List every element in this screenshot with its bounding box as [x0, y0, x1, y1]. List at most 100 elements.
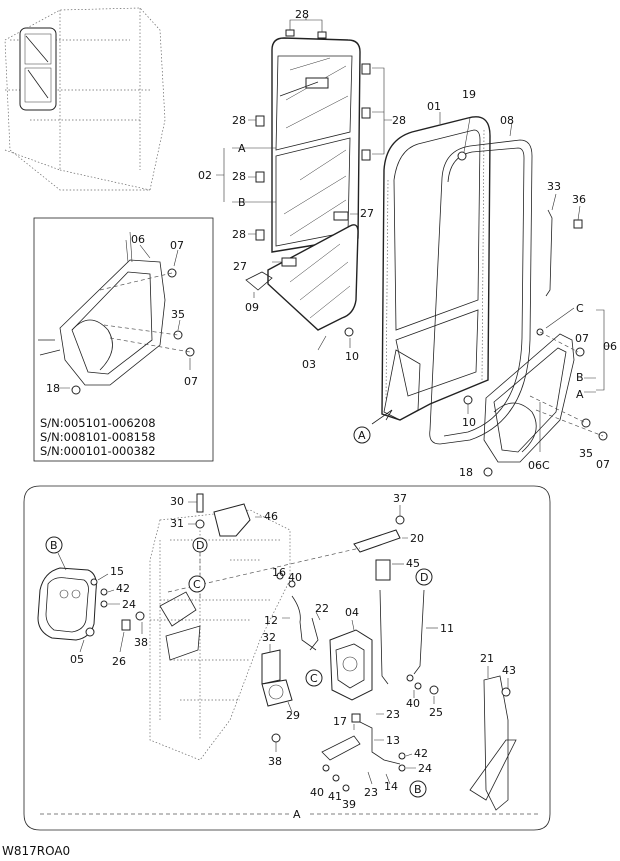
callout-A-circle: [353, 426, 371, 444]
inset-label-35: 35: [171, 308, 185, 321]
label-07-top: 07: [575, 332, 589, 345]
bracket-32: [261, 649, 281, 685]
callout-D-letter-1: D: [196, 539, 204, 552]
callout-C-circle: [188, 575, 206, 593]
label-28-left-2: 28: [232, 170, 246, 183]
label-40-middle: 40: [406, 697, 420, 710]
label-28-right: 28: [392, 114, 406, 127]
detail-border: [23, 485, 551, 831]
plate-21: [483, 675, 509, 811]
label-21: 21: [480, 652, 494, 665]
bracket-46: [213, 503, 251, 537]
inset-label-06: 06: [131, 233, 145, 246]
part-26: [121, 619, 131, 631]
callout-D-circle-2: [415, 568, 433, 586]
label-10-right: 10: [462, 416, 476, 429]
drawing-code: W817ROA0: [2, 844, 70, 858]
label-30: 30: [170, 495, 184, 508]
callout-C-circle-2: [305, 669, 323, 687]
label-06: 06: [603, 340, 617, 353]
label-36: 36: [572, 193, 586, 206]
lever-14: [321, 735, 361, 761]
inset-border: [33, 217, 214, 462]
label-14: 14: [384, 780, 398, 793]
clip-28-icon: [317, 31, 327, 39]
nut-25-icon: [429, 685, 439, 695]
serial-line-2: S/N:008101-008158: [40, 430, 156, 444]
label-33: 33: [547, 180, 561, 193]
clip-28-icon: [285, 29, 295, 37]
label-11: 11: [440, 622, 454, 635]
label-A-window: A: [238, 142, 246, 155]
label-24-upper: 24: [122, 598, 136, 611]
label-40-lower: 40: [310, 786, 324, 799]
label-29: 29: [286, 709, 300, 722]
bolt-19-icon: [457, 151, 467, 161]
pin-30: [196, 493, 204, 513]
label-10-left: 10: [345, 350, 359, 363]
lock-04: [329, 629, 373, 701]
window-assembly-02: 28 28 28 28 28 02 A B: [198, 8, 406, 253]
inset-label-07: 07: [170, 239, 184, 252]
lever-13: [359, 721, 401, 765]
label-31: 31: [170, 517, 184, 530]
label-32: 32: [262, 631, 276, 644]
label-02: 02: [198, 169, 212, 182]
label-04: 04: [345, 606, 359, 619]
inset-bolt-07b-icon: [185, 347, 195, 357]
callout-B-circle: [45, 536, 63, 554]
knob-29: [261, 679, 293, 707]
lamp-05: [37, 567, 97, 641]
label-19: 19: [462, 88, 476, 101]
inset-label-07b: 07: [184, 375, 198, 388]
door-01: A 01 19 08 33 36 10: [353, 88, 586, 445]
serial-inset-box: 06 07 35 07 18 S/N:005101-006208 S/N:008…: [33, 217, 214, 462]
label-42-upper: 42: [116, 582, 130, 595]
label-43: 43: [502, 664, 516, 677]
bracket-06: [483, 333, 575, 463]
label-18: 18: [459, 466, 473, 479]
label-06C: 06C: [528, 459, 550, 472]
latch-part: [305, 77, 329, 89]
callout-C-letter-2: C: [310, 672, 318, 685]
rod-22: [309, 617, 319, 651]
label-46: 46: [264, 510, 278, 523]
label-24-lower: 24: [418, 762, 432, 775]
label-38-upper: 38: [134, 636, 148, 649]
clip-28-icon: [255, 229, 265, 241]
label-07-bottom: 07: [596, 458, 610, 471]
callout-B-letter-1: B: [50, 539, 58, 552]
label-B-window: B: [238, 196, 246, 209]
label-B-bracket: B: [576, 371, 584, 384]
label-17: 17: [333, 715, 347, 728]
label-22: 22: [315, 602, 329, 615]
label-23-lower: 23: [364, 786, 378, 799]
label-23-upper: 23: [386, 708, 400, 721]
label-12: 12: [264, 614, 278, 627]
label-08: 08: [500, 114, 514, 127]
bolt-18-icon: [483, 467, 493, 477]
door-seal-08: [429, 139, 533, 445]
inset-door-bracket: [59, 259, 166, 386]
clip-28-icon: [361, 107, 371, 119]
hinge-09-icon: [245, 271, 273, 291]
label-35: 35: [579, 447, 593, 460]
label-28-left-1: 28: [232, 114, 246, 127]
label-A-bracket: A: [576, 388, 584, 401]
serial-line-3: S/N:000101-000382: [40, 444, 156, 458]
window-frame: [271, 37, 361, 253]
clip-28-icon: [361, 63, 371, 75]
bolt-43-icon: [501, 687, 511, 697]
label-25: 25: [429, 706, 443, 719]
label-16: 16: [272, 566, 286, 579]
bolt-07-icon: [575, 347, 585, 357]
callout-D-letter-2: D: [420, 571, 428, 584]
label-03: 03: [302, 358, 316, 371]
label-20: 20: [410, 532, 424, 545]
label-01: 01: [427, 100, 441, 113]
clip-28-icon: [255, 115, 265, 127]
label-15: 15: [110, 565, 124, 578]
serial-line-1: S/N:005101-006208: [40, 416, 156, 430]
bolt-17-icon: [351, 713, 361, 723]
rod-33: [545, 209, 553, 297]
